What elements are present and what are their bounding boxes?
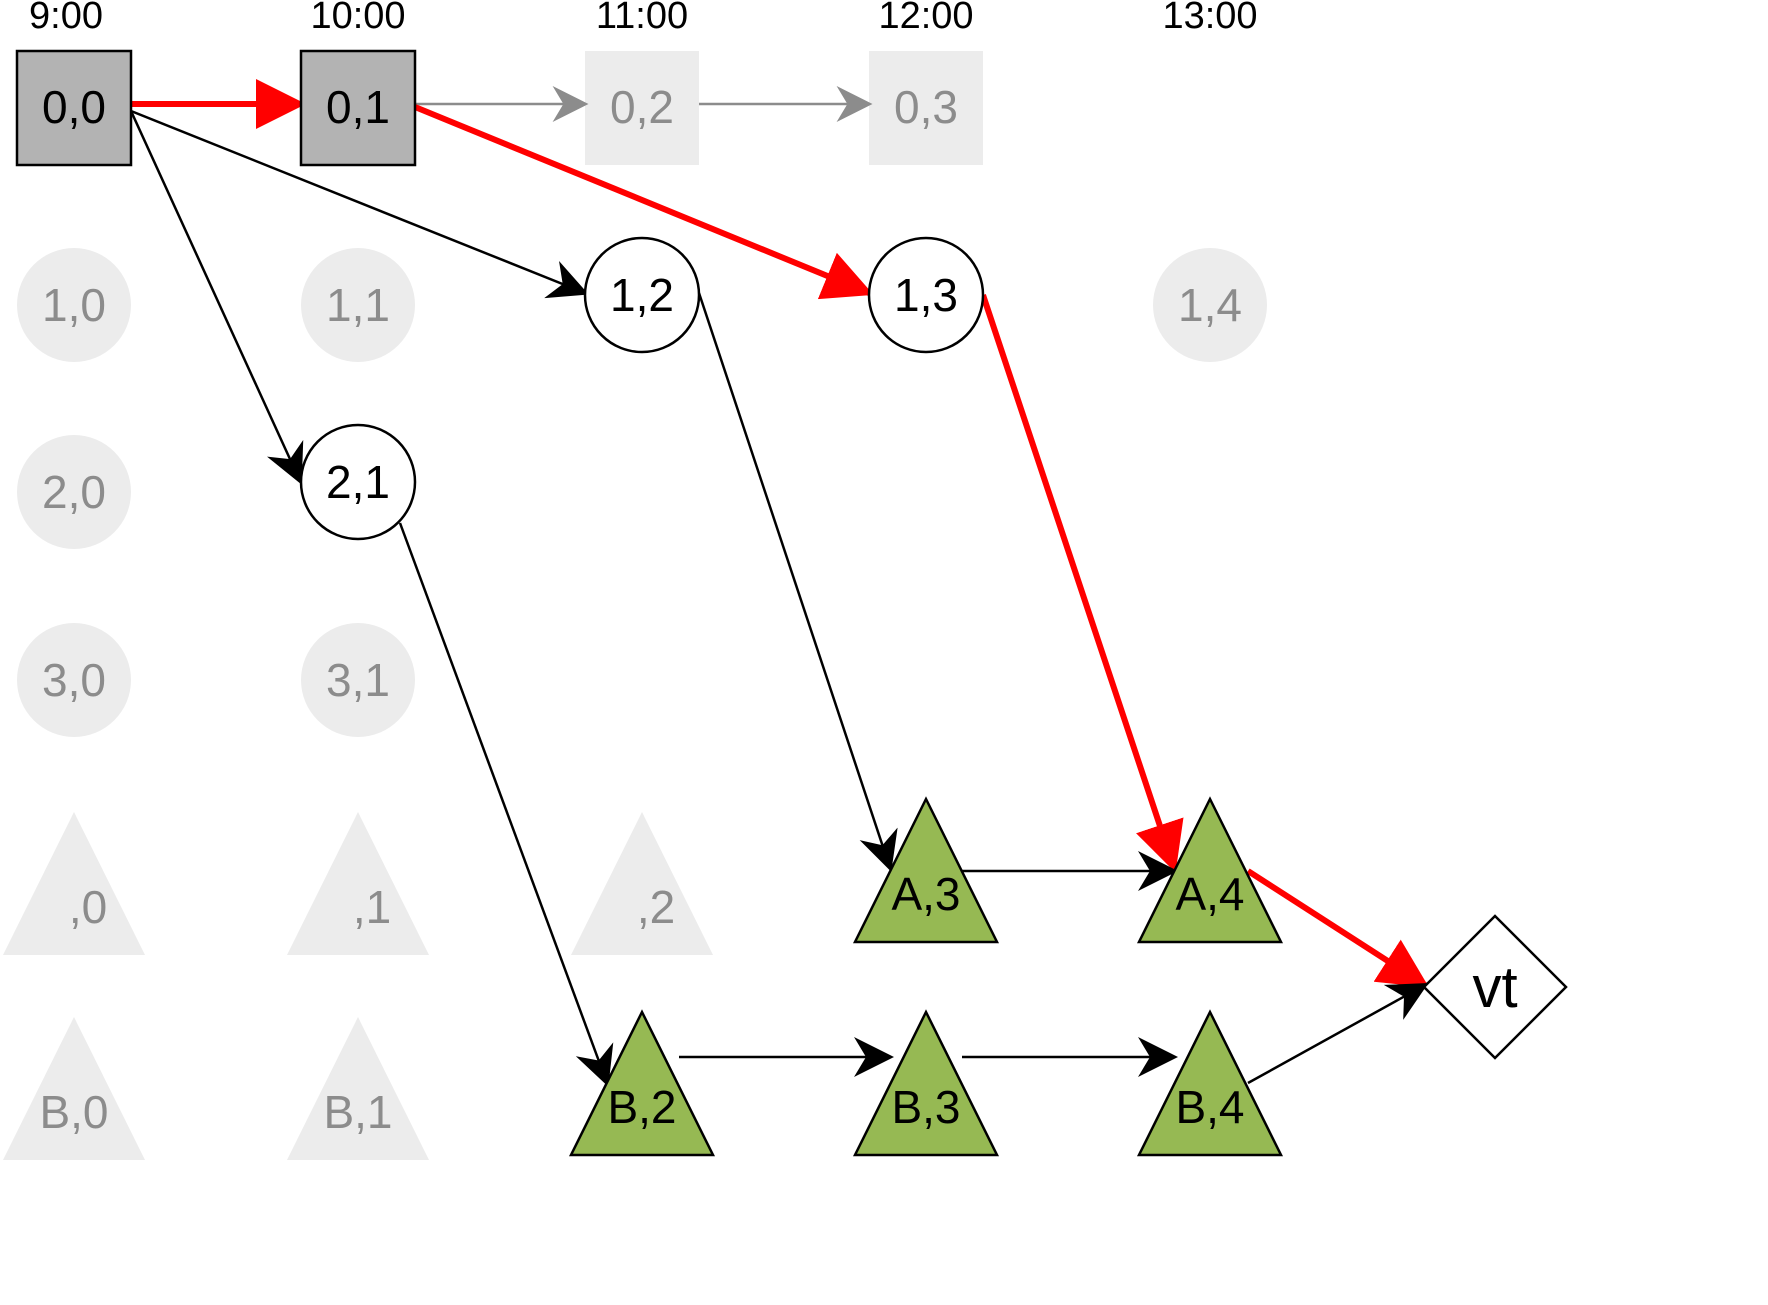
node-b-4: B,4: [1136, 1009, 1284, 1157]
node-a2: ,2: [571, 812, 713, 955]
node-1-2: 1,2: [583, 236, 701, 354]
node-shape-circle: [583, 236, 701, 354]
node-shape-triangle: [852, 796, 1000, 944]
time-label-0: 9:00: [29, 0, 103, 37]
node-shape-circle: [301, 623, 415, 737]
node-shape-triangle: [3, 1017, 145, 1160]
node-0-2: 0,2: [585, 51, 699, 165]
time-label-3: 12:00: [878, 0, 973, 37]
node-shape-square: [869, 51, 983, 165]
node-b-0: B,0: [3, 1017, 145, 1160]
time-axis: 9:00 10:00 11:00 12:00 13:00: [29, 0, 1258, 37]
node-label-a0: ,0: [69, 881, 107, 933]
node-vt: vt: [1422, 914, 1568, 1060]
node-shape-circle: [17, 623, 131, 737]
node-1-3: 1,3: [867, 236, 985, 354]
node-0-1: 0,1: [299, 49, 417, 167]
node-shape-triangle: [3, 812, 145, 955]
node-label-1-2: 1,2: [610, 269, 674, 321]
node-label-3-1: 3,1: [326, 654, 390, 706]
time-label-1: 10:00: [310, 0, 405, 37]
edge-0-0-to-2-1: [129, 110, 304, 485]
node-label-1-3: 1,3: [894, 269, 958, 321]
node-shape-circle: [299, 423, 417, 541]
node-label-b-1: B,1: [323, 1086, 392, 1138]
node-shape-triangle: [1136, 796, 1284, 944]
node-0-3: 0,3: [869, 51, 983, 165]
node-2-1: 2,1: [299, 423, 417, 541]
node-shape-square: [15, 49, 133, 167]
node-label-0-2: 0,2: [610, 81, 674, 133]
node-shape-triangle: [852, 1009, 1000, 1157]
node-shape-circle: [1153, 248, 1267, 362]
active-nodes: 0,0 0,1 1,2 1,3 2,1A,3 A,4B,2 B,3 B,4 vt: [15, 49, 1568, 1157]
edge-0-0-to-1-2: [130, 109, 589, 299]
node-a0: ,0: [3, 812, 145, 955]
node-a1: ,1: [287, 812, 429, 955]
node-label-2-1: 2,1: [326, 456, 390, 508]
time-label-4: 13:00: [1162, 0, 1257, 37]
node-label-b-4: B,4: [1175, 1081, 1244, 1133]
node-label-b-2: B,2: [607, 1081, 676, 1133]
node-shape-square: [299, 49, 417, 167]
node-label-1-1: 1,1: [326, 279, 390, 331]
node-1-0: 1,0: [17, 248, 131, 362]
node-label-1-0: 1,0: [42, 279, 106, 331]
node-label-a-3: A,3: [891, 868, 960, 920]
node-shape-circle: [301, 248, 415, 362]
node-2-0: 2,0: [17, 435, 131, 549]
node-label-a-4: A,4: [1175, 868, 1244, 920]
edge-2-1-to-b-2: [398, 522, 614, 1087]
node-shape-triangle: [287, 1017, 429, 1160]
node-label-3-0: 3,0: [42, 654, 106, 706]
node-1-1: 1,1: [301, 248, 415, 362]
node-1-4: 1,4: [1153, 248, 1267, 362]
node-3-0: 3,0: [17, 623, 131, 737]
inactive-nodes: 0,2 0,3 1,0 1,1 1,4 2,0 3,0 3,1 ,0 ,1 ,2B,0 B,1: [3, 51, 1267, 1160]
node-label-vt: vt: [1472, 955, 1517, 1020]
node-b-2: B,2: [568, 1009, 716, 1157]
node-shape-circle: [867, 236, 985, 354]
node-shape-square: [585, 51, 699, 165]
node-shape-triangle: [571, 812, 713, 955]
edge-b-4-to-vt: [1247, 983, 1429, 1085]
node-label-0-0: 0,0: [42, 81, 106, 133]
node-label-b-3: B,3: [891, 1081, 960, 1133]
node-label-0-1: 0,1: [326, 81, 390, 133]
edge-1-2-to-a-3: [697, 292, 898, 872]
node-shape-triangle: [1136, 1009, 1284, 1157]
node-a-3: A,3: [852, 796, 1000, 944]
node-shape-triangle: [568, 1009, 716, 1157]
node-a-4: A,4: [1136, 796, 1284, 944]
node-b-3: B,3: [852, 1009, 1000, 1157]
node-0-0: 0,0: [15, 49, 133, 167]
node-label-2-0: 2,0: [42, 466, 106, 518]
node-shape-circle: [17, 435, 131, 549]
edge-0-1-to-1-3: [413, 104, 874, 300]
node-shape-triangle: [287, 812, 429, 955]
node-b-1: B,1: [287, 1017, 429, 1160]
node-label-1-4: 1,4: [1178, 279, 1242, 331]
time-label-2: 11:00: [596, 0, 688, 37]
node-3-1: 3,1: [301, 623, 415, 737]
node-label-a1: ,1: [353, 881, 391, 933]
node-shape-circle: [17, 248, 131, 362]
edge-1-3-to-a-4: [980, 294, 1184, 873]
node-label-a2: ,2: [637, 881, 675, 933]
node-shape-diamond: [1422, 914, 1568, 1060]
node-label-0-3: 0,3: [894, 81, 958, 133]
node-label-b-0: B,0: [39, 1086, 108, 1138]
edges: [129, 79, 1430, 1087]
edge-a-4-to-vt: [1246, 868, 1430, 988]
